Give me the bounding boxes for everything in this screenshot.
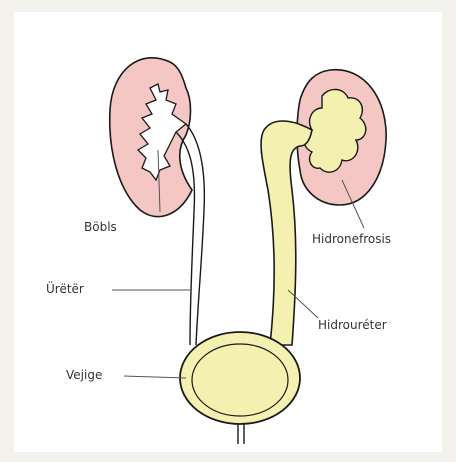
left-ureter	[186, 124, 204, 345]
label-kidney: Böbls	[84, 220, 117, 234]
bladder	[180, 332, 300, 444]
label-hydroureter: Hidrouréter	[318, 318, 387, 332]
label-ureter: Ürëtër	[46, 282, 84, 296]
label-hydronephrosis: Hidronefrosis	[312, 232, 391, 246]
bladder-outer	[180, 332, 300, 424]
bladder-pointer	[124, 376, 186, 378]
urethra	[238, 424, 244, 444]
label-bladder: Vejige	[66, 368, 102, 382]
